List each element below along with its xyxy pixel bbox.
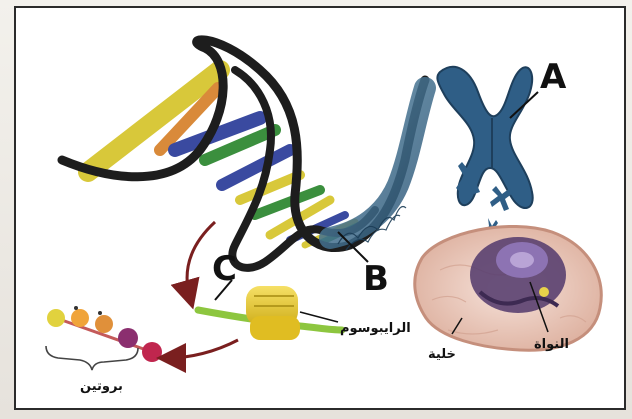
amino-acid-2 xyxy=(71,309,89,327)
label-a: A xyxy=(540,57,567,97)
dna-helix xyxy=(62,40,425,268)
chromosome-small-2 xyxy=(490,186,513,211)
chromosome-large xyxy=(437,67,532,208)
protein-chain xyxy=(47,306,162,362)
amino-acid-3 xyxy=(95,315,113,333)
amino-acid-1 xyxy=(47,309,65,327)
amino-acid-5 xyxy=(142,342,162,362)
protein-bracket xyxy=(46,346,138,370)
arrow-dna-to-mrna xyxy=(187,222,215,298)
label-ribosome: الرايبوسوم xyxy=(340,321,411,336)
pointer-ribosome xyxy=(300,312,338,322)
label-c: C xyxy=(212,249,237,289)
label-nucleus: النواة xyxy=(534,337,569,352)
cell xyxy=(415,226,601,350)
label-cell: خلية xyxy=(428,347,456,362)
amino-acid-4 xyxy=(118,328,138,348)
arrow-ribosome-to-protein xyxy=(168,340,238,358)
label-b: B xyxy=(363,259,389,299)
label-protein: بروتين xyxy=(80,379,123,394)
